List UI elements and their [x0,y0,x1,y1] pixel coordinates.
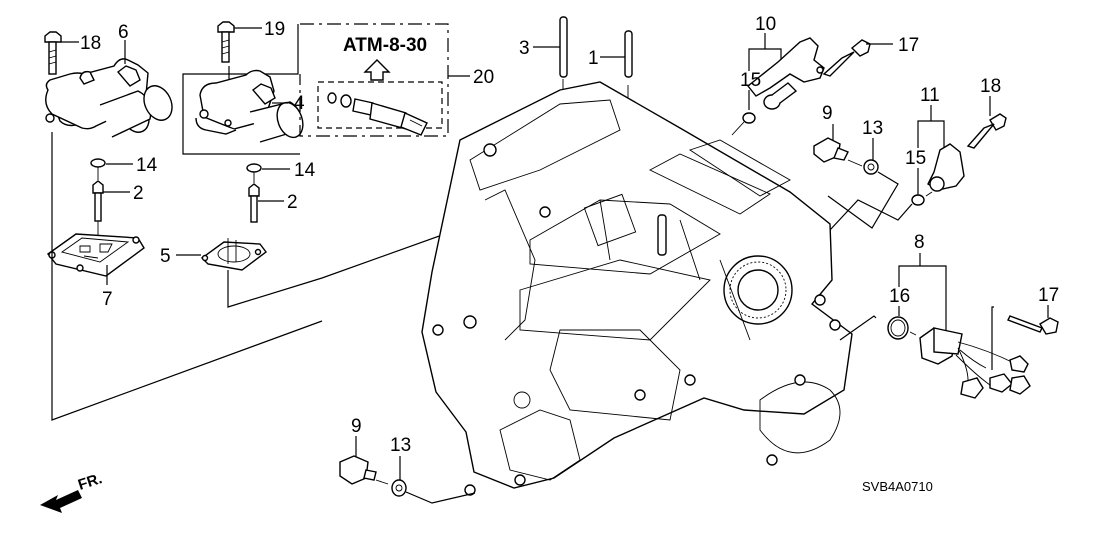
up-arrow-icon [363,59,391,81]
o-ring-15-upper[interactable] [742,112,756,124]
bolt-19[interactable] [1007,315,1059,335]
bolt-17-upper[interactable] [822,39,871,77]
diagram-code: SVB4A0710 [862,479,933,494]
callout-5: 5 [160,246,171,267]
callout-19: 17 [1038,285,1059,306]
callout-3: 3 [519,38,530,59]
front-direction-indicator: FR. [40,470,104,513]
bolt-17-right[interactable] [966,113,1007,149]
gasket-plate-5[interactable] [200,238,267,271]
callout-11: 10 [755,14,776,35]
speed-sensor-11[interactable] [747,37,825,110]
callout-18-left: 18 [80,33,101,54]
callout-13-upper: 13 [862,118,883,139]
callout-12: 11 [920,85,940,106]
solenoid-6[interactable] [45,58,178,138]
solenoid-valve-20[interactable] [327,92,428,136]
bolt-2-left[interactable] [92,180,104,222]
bolt-18-right[interactable] [217,21,235,63]
solenoid-4[interactable] [195,69,307,143]
callout-7: 7 [102,289,113,310]
callout-20: 20 [473,67,494,88]
dowel-pin-3[interactable] [559,16,568,78]
washer-13-upper[interactable] [863,159,879,175]
washer-13-lower[interactable] [391,479,407,497]
callout-1: 1 [588,48,599,69]
wire-harness-8[interactable] [919,327,1031,399]
speed-sensor-12[interactable] [927,143,965,192]
callout-15-right: 15 [905,148,926,169]
o-ring-15-right[interactable] [911,194,925,206]
front-label: FR. [76,470,104,494]
callout-16: 16 [889,286,910,307]
o-ring-14-left[interactable] [90,158,106,168]
bolt-18-left[interactable] [44,31,62,75]
callout-9: 9 [351,416,362,437]
callout-13-lower: 13 [390,435,411,456]
front-arrow-icon [40,490,82,513]
callout-17-upper: 17 [898,35,919,56]
callout-2-right: 2 [287,192,298,213]
callout-17-right: 18 [980,76,1001,97]
callout-14-right: 14 [294,160,316,181]
reference-label[interactable]: ATM-8-30 [343,35,427,56]
dowel-pin-1[interactable] [624,30,633,78]
transmission-case[interactable] [421,81,853,496]
callout-6: 6 [118,22,129,43]
bolt-2-right[interactable] [248,183,260,223]
o-ring-14-right[interactable] [246,163,262,173]
pressure-switch-10[interactable] [813,137,849,163]
kit-contents-box [317,81,443,129]
callout-18-right: 19 [264,19,285,40]
callout-15-upper: 15 [740,70,761,91]
callout-2-left: 2 [133,183,144,204]
callout-8: 8 [914,232,925,253]
callout-10: 9 [822,103,833,124]
callout-14-left: 14 [136,155,158,176]
pressure-switch-9[interactable] [339,455,377,485]
gasket-plate-7[interactable] [46,233,145,277]
